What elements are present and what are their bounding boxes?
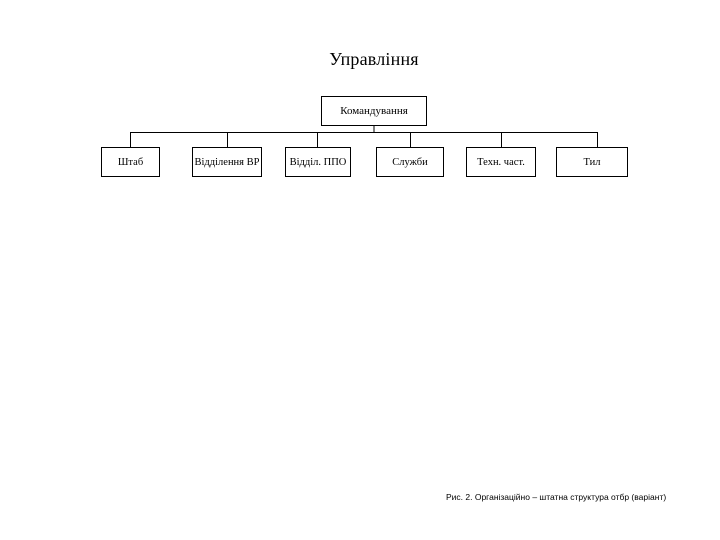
- box-shtab: Штаб: [101, 147, 160, 177]
- box-label: Відділ. ППО: [289, 156, 347, 168]
- box-label: Техн. част.: [477, 156, 525, 168]
- diagram-title: Управління: [329, 49, 419, 69]
- box-sluzhby: Служби: [376, 147, 444, 177]
- box-tyl: Тил: [556, 147, 628, 177]
- box-label: Служби: [392, 156, 428, 168]
- figure-caption: Рис. 2. Організаційно – штатна структура…: [446, 492, 667, 502]
- box-label: Тил: [583, 156, 601, 168]
- box-viddilennia-vr: Відділення ВР: [192, 147, 262, 177]
- box-viddil-ppo: Відділ. ППО: [285, 147, 351, 177]
- box-label: Командування: [340, 105, 408, 117]
- box-tekhn-chast: Техн. част.: [466, 147, 536, 177]
- box-komanduvannia: Командування: [321, 96, 427, 126]
- box-label: Штаб: [117, 156, 144, 168]
- box-label: Відділення ВР: [194, 156, 260, 168]
